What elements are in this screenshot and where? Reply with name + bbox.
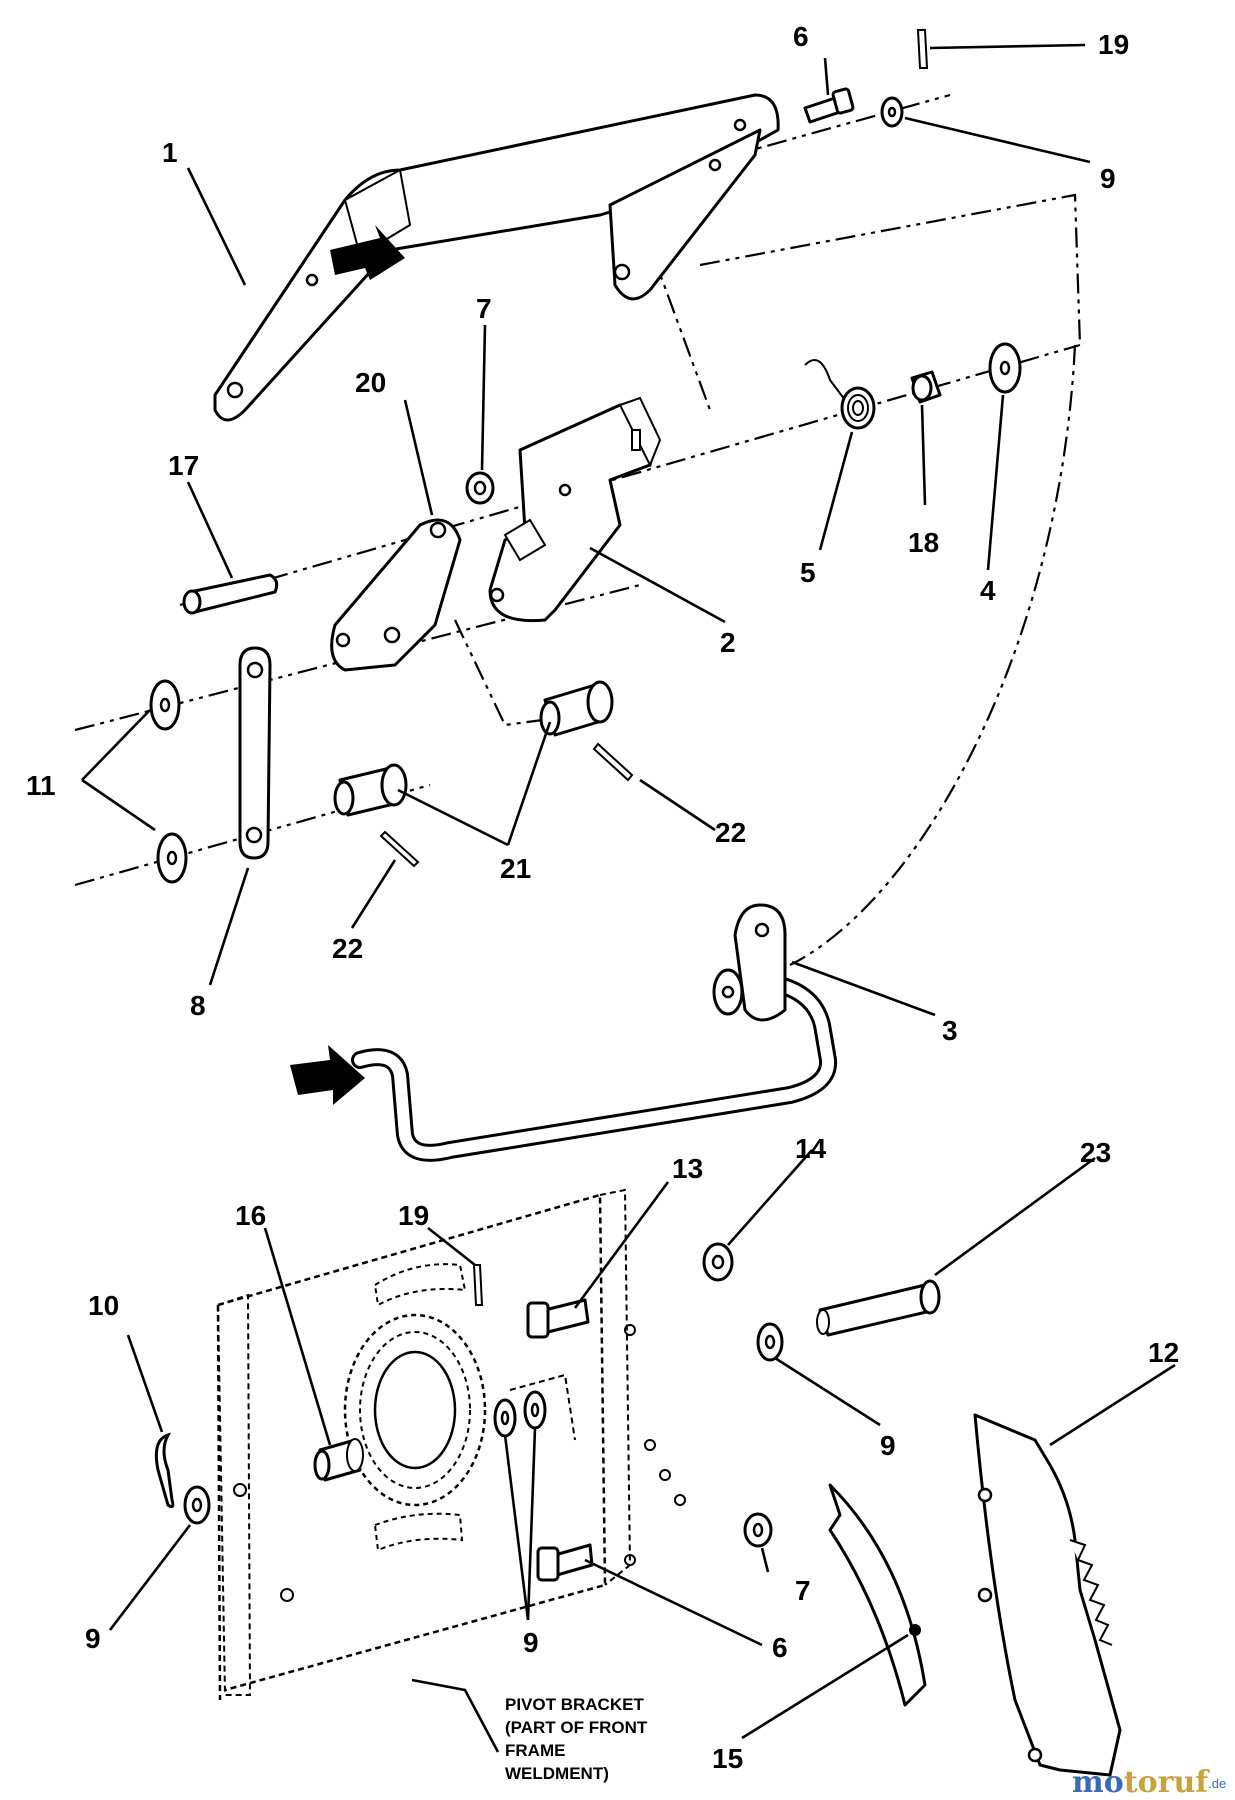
callout-12: 12	[1148, 1337, 1179, 1368]
callout-20: 20	[355, 367, 386, 398]
callout-7-bottom: 7	[795, 1575, 811, 1606]
part-19-lower-pin	[472, 1264, 484, 1306]
part-17-pin	[182, 573, 279, 615]
callout-4: 4	[980, 575, 996, 606]
callout-9-center: 9	[523, 1627, 539, 1658]
callout-19-bottom: 19	[398, 1200, 429, 1231]
part-9-top-washer	[880, 96, 904, 128]
callout-7-top: 7	[476, 293, 492, 324]
pivot-bracket	[216, 1188, 686, 1701]
pivot-note-line-2: (PART OF FRONT	[505, 1718, 648, 1737]
callout-10: 10	[88, 1290, 119, 1321]
callout-11: 11	[26, 770, 56, 801]
watermark-text: motoruf.de	[1072, 1765, 1226, 1800]
part-18-bushing	[910, 370, 942, 404]
part-12-sector-plate	[973, 1413, 1122, 1777]
part-20-link-plate	[330, 518, 462, 672]
part-14-nut	[702, 1242, 734, 1282]
callout-numbers: 1 2 3 4 5 6 6 7 7 8 9 9 9 9 10 11 12 13 …	[26, 21, 1179, 1774]
part-19-top-pin	[916, 29, 929, 69]
part-9-left-washer	[183, 1485, 211, 1525]
callout-23: 23	[1080, 1137, 1111, 1168]
callout-9-left: 9	[85, 1623, 101, 1654]
pivot-note-line-3: FRAME	[505, 1741, 565, 1760]
callout-1: 1	[162, 137, 178, 168]
part-4-washer	[988, 342, 1022, 394]
pivot-note-line-1: PIVOT BRACKET	[505, 1695, 644, 1714]
part-6-lower-bolt	[536, 1543, 594, 1582]
callout-6-bottom: 6	[772, 1632, 788, 1663]
pivot-bracket-note: PIVOT BRACKET (PART OF FRONT FRAME WELDM…	[505, 1695, 648, 1783]
part-3-lift-rod	[290, 903, 838, 1162]
watermark-logo: motoruf.de	[1072, 1765, 1226, 1800]
callout-21: 21	[500, 853, 531, 884]
callout-9-top: 9	[1100, 163, 1116, 194]
callout-15: 15	[712, 1743, 743, 1774]
part-2-bracket	[488, 396, 662, 623]
pivot-note-line-4: WELDMENT)	[505, 1764, 609, 1783]
part-11-washers	[149, 679, 188, 884]
callout-16: 16	[235, 1200, 266, 1231]
callout-19-top: 19	[1098, 29, 1129, 60]
callout-18: 18	[908, 527, 939, 558]
part-7-lower-nut	[743, 1512, 773, 1548]
part-10-hairpin	[154, 1432, 175, 1509]
leader-lines	[81, 43, 1176, 1753]
part-16-stud	[313, 1438, 364, 1482]
part-1-lift-arm	[213, 93, 780, 422]
part-6-top-bolt	[803, 87, 855, 124]
part-8-link-bar	[238, 646, 272, 860]
callout-22-left: 22	[332, 933, 363, 964]
part-9-bracket-washers	[493, 1373, 576, 1441]
part-9-right-washer	[756, 1322, 784, 1362]
callout-14: 14	[795, 1133, 827, 1164]
part-5-torsion-spring	[804, 359, 876, 430]
part-13-bolt	[526, 1298, 590, 1339]
callout-5: 5	[800, 557, 816, 588]
callout-8: 8	[190, 990, 206, 1021]
part-22-cotter-pins	[379, 742, 634, 868]
callout-3: 3	[942, 1015, 958, 1046]
callout-6-top: 6	[793, 21, 809, 52]
callout-22-right: 22	[715, 817, 746, 848]
part-21-clevis-pins	[333, 680, 614, 817]
callout-17: 17	[168, 450, 199, 481]
part-15-segment	[828, 1483, 927, 1707]
part-7-upper-nut	[465, 471, 495, 505]
callout-2: 2	[720, 627, 736, 658]
part-23-pin	[816, 1279, 941, 1337]
callout-9-right: 9	[880, 1430, 896, 1461]
callout-13: 13	[672, 1153, 703, 1184]
